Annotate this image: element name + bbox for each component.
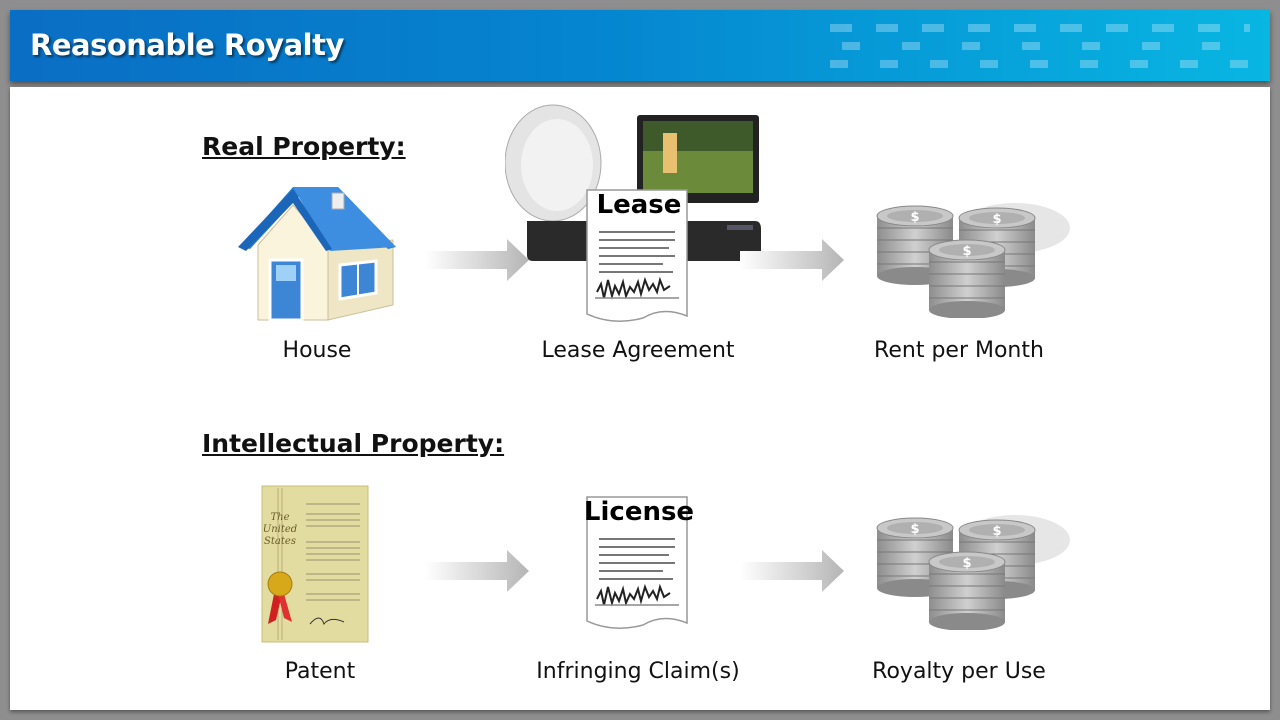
label-infringing-claims: Infringing Claim(s)	[536, 659, 740, 684]
heading-real-property: Real Property:	[202, 132, 406, 161]
lease-document-title: Lease	[596, 190, 682, 220]
decorative-pattern	[830, 24, 1250, 70]
coins-icon	[876, 203, 1070, 318]
arrow-icon	[740, 239, 844, 281]
label-royalty-per-use: Royalty per Use	[872, 659, 1046, 684]
svg-text:The: The	[270, 512, 289, 523]
arrow-icon	[425, 239, 529, 281]
svg-text:United: United	[263, 524, 297, 535]
label-lease-agreement: Lease Agreement	[541, 338, 735, 363]
label-patent: Patent	[284, 659, 356, 684]
arrow-icon	[425, 550, 529, 592]
lease-document-title-box: Lease	[583, 186, 695, 226]
coins-icon	[876, 515, 1070, 630]
arrow-icon	[740, 550, 844, 592]
label-rent-per-month: Rent per Month	[874, 338, 1044, 363]
heading-intellectual-property: Intellectual Property:	[202, 429, 505, 458]
title-bar: Reasonable Royalty	[10, 10, 1270, 81]
license-document-title-box: License	[583, 493, 695, 533]
house-icon	[238, 187, 396, 322]
slide-title: Reasonable Royalty	[30, 28, 344, 62]
label-house: House	[282, 338, 352, 363]
svg-text:States: States	[264, 536, 296, 547]
license-document-title: License	[583, 497, 695, 527]
patent-icon: The United States	[261, 485, 369, 643]
